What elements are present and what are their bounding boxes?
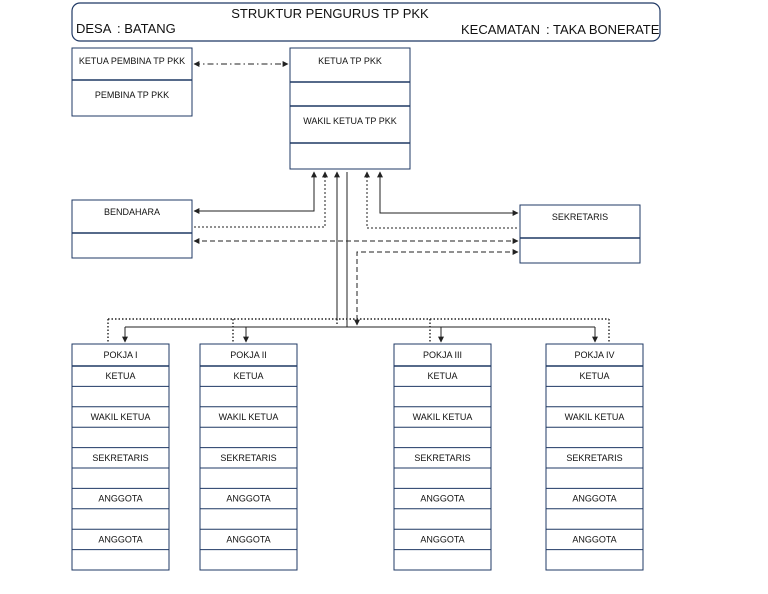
header-banner: STRUKTUR PENGURUS TP PKK DESA : BATANG K… [71,2,661,42]
wakil-ketua-tp-pkk-label: WAKIL KETUA TP PKK [303,116,397,126]
pokja-3-box: POKJA III KETUA WAKIL KETUA SEKRETARIS ANGGO… [393,343,492,571]
pokja-4-role-2: WAKIL KETUA [565,412,625,422]
desa-value: : BATANG [117,21,176,36]
bendahara-label: BENDAHARA [104,207,160,217]
pokja-1-role-5: ANGGOTA [98,534,142,544]
sekretaris-pokja-link [354,249,519,326]
ketua-tp-pkk-label: KETUA TP PKK [318,56,382,66]
pokja-3-role-3: SEKRETARIS [414,453,470,463]
pokja-2-title: POKJA II [230,350,267,360]
pokja-1-role-3: SEKRETARIS [92,453,148,463]
pokja-4-role-4: ANGGOTA [572,494,616,504]
pokja-groups: POKJA I KETUA WAKIL KETUA SEKRETARIS ANGGOTA… [71,343,644,571]
pokja-1-box: POKJA I KETUA WAKIL KETUA SEKRETARIS ANGGOTA… [71,343,170,571]
pokja-1-role-2: WAKIL KETUA [91,412,151,422]
sekretaris-label: SEKRETARIS [552,212,608,222]
ketua-bendahara-dotted [193,171,328,228]
kecamatan-label: KECAMATAN [461,22,540,37]
pokja-4-role-1: KETUA [579,371,609,381]
desa-label: DESA [76,21,112,36]
ketua-bendahara-link [193,171,317,214]
pokja-3-role-4: ANGGOTA [420,494,464,504]
header-frame [71,2,661,42]
pembina-box: KETUA PEMBINA TP PKK PEMBINA TP PKK [71,47,193,117]
pokja-4-role-3: SEKRETARIS [566,453,622,463]
pokja-2-box: POKJA II KETUA WAKIL KETUA SEKRETARIS ANGGOT… [199,343,298,571]
pokja-2-role-3: SEKRETARIS [220,453,276,463]
pokja-2-role-2: WAKIL KETUA [219,412,279,422]
pokja-2-role-4: ANGGOTA [226,494,270,504]
pokja-1-role-4: ANGGOTA [98,494,142,504]
pokja-4-box: POKJA IV KETUA WAKIL KETUA SEKRETARIS ANGGOT… [545,343,644,571]
chart-title: STRUKTUR PENGURUS TP PKK [231,6,429,21]
ketua-sekretaris-link [377,171,519,216]
ketua-sekretaris-dotted [364,171,519,229]
pokja-1-role-1: KETUA [105,371,135,381]
ketua-box: KETUA TP PKK WAKIL KETUA TP PKK [289,47,411,170]
sekretaris-box: SEKRETARIS [519,204,641,264]
pokja-2-role-1: KETUA [233,371,263,381]
connectors [107,61,610,344]
pokja-4-role-5: ANGGOTA [572,534,616,544]
ketua-pembina-label: KETUA PEMBINA TP PKK [79,56,185,66]
bendahara-box: BENDAHARA [71,199,193,259]
pokja-4-title: POKJA IV [574,350,614,360]
pokja-3-role-1: KETUA [427,371,457,381]
kecamatan-value: : TAKA BONERATE [546,22,660,37]
pokja-3-title: POKJA III [423,350,462,360]
pokja-2-role-5: ANGGOTA [226,534,270,544]
pembina-label: PEMBINA TP PKK [95,90,169,100]
pokja-3-role-5: ANGGOTA [420,534,464,544]
pokja-3-role-2: WAKIL KETUA [413,412,473,422]
pokja-1-title: POKJA I [103,350,137,360]
